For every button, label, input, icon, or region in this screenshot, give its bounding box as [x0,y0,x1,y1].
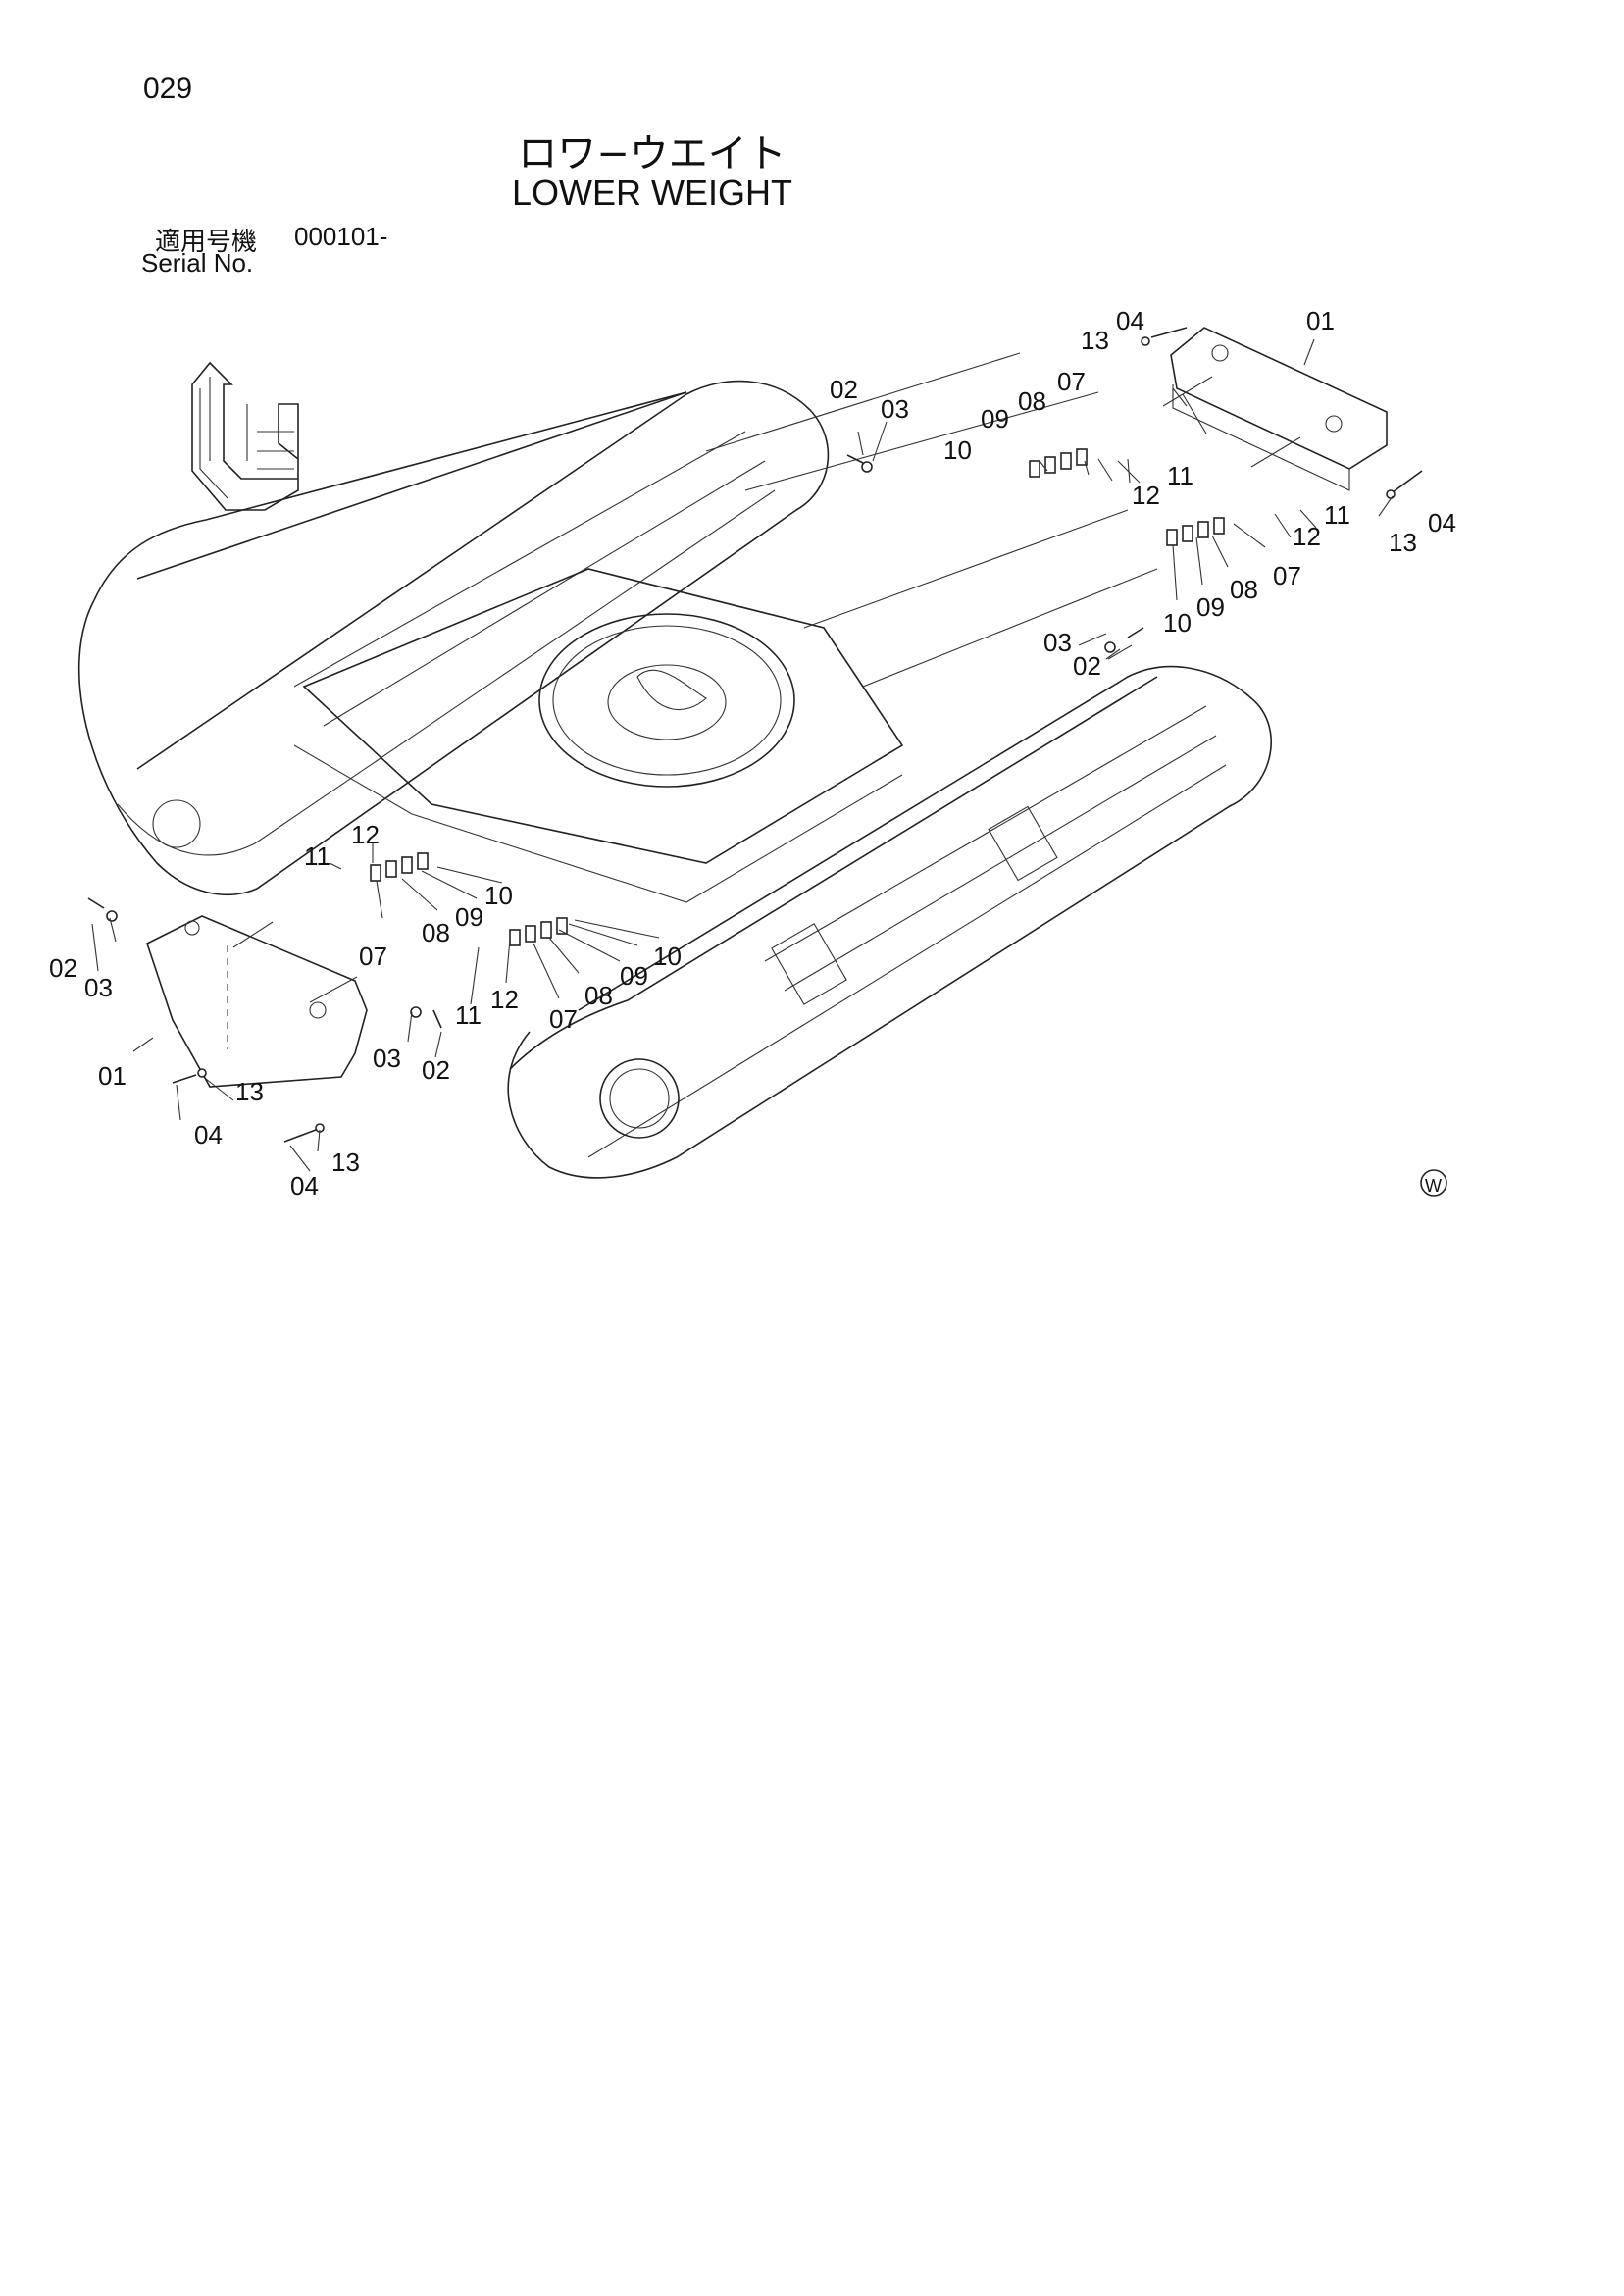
callout-09: 09 [1196,592,1225,622]
lower-weight-front [146,915,368,1088]
leader-lines [91,338,1394,1172]
callout-11: 11 [1324,500,1350,530]
callout-03: 03 [881,394,909,424]
callouts: 01 02 03 04 13 10 09 08 07 12 11 12 11 0… [49,306,1456,1200]
callout-10: 10 [484,881,513,910]
title-japanese: ロワ−ウエイト [518,131,787,177]
center-frame [293,352,1158,903]
serial-jp-label: 適用号機 [155,228,258,257]
w-mark-letter: W [1425,1176,1442,1196]
callout-13: 13 [1389,528,1417,557]
callout-08: 08 [1230,575,1258,604]
title-english: LOWER WEIGHT [512,173,792,213]
callout-13: 13 [1081,326,1109,355]
callout-01: 01 [98,1061,127,1091]
callout-02: 02 [830,375,858,404]
callout-11: 11 [1167,461,1193,490]
callout-13: 13 [331,1148,360,1177]
callout-01: 01 [1306,306,1335,335]
lower-weight-rear [1162,327,1388,491]
callout-10: 10 [943,435,972,465]
page-number: 029 [143,73,193,105]
serial-en-label: Serial No. [141,248,254,278]
callout-07: 07 [1273,561,1301,590]
callout-03: 03 [373,1044,401,1073]
callout-09: 09 [981,404,1009,434]
serial-value: 000101- [294,222,388,251]
callout-08: 08 [422,918,450,947]
hardware-parts [87,327,1423,1143]
callout-13: 13 [235,1077,264,1106]
callout-08: 08 [584,981,613,1010]
callout-12: 12 [1132,481,1160,510]
callout-11: 11 [455,1000,482,1030]
callout-11: 11 [304,842,330,871]
callout-12: 12 [351,820,380,849]
callout-12: 12 [490,985,519,1014]
callout-04: 04 [1116,306,1144,335]
left-track-frame [77,380,830,895]
callout-04: 04 [194,1120,223,1149]
callout-12: 12 [1293,522,1321,551]
callout-10: 10 [653,942,682,971]
callout-07: 07 [359,942,387,971]
callout-03: 03 [1043,628,1072,657]
w-mark-icon: W [1420,1169,1447,1197]
callout-04: 04 [1428,508,1456,537]
callout-08: 08 [1018,386,1046,416]
callout-02: 02 [422,1055,450,1085]
front-direction-icon [191,361,299,511]
callout-07: 07 [549,1004,578,1034]
callout-09: 09 [620,961,648,991]
right-track-frame [507,665,1272,1179]
callout-03: 03 [84,973,113,1002]
callout-02: 02 [1073,651,1101,681]
callout-07: 07 [1057,367,1086,396]
callout-10: 10 [1163,608,1192,638]
callout-02: 02 [49,953,77,983]
callout-09: 09 [455,902,483,932]
callout-04: 04 [290,1171,319,1200]
